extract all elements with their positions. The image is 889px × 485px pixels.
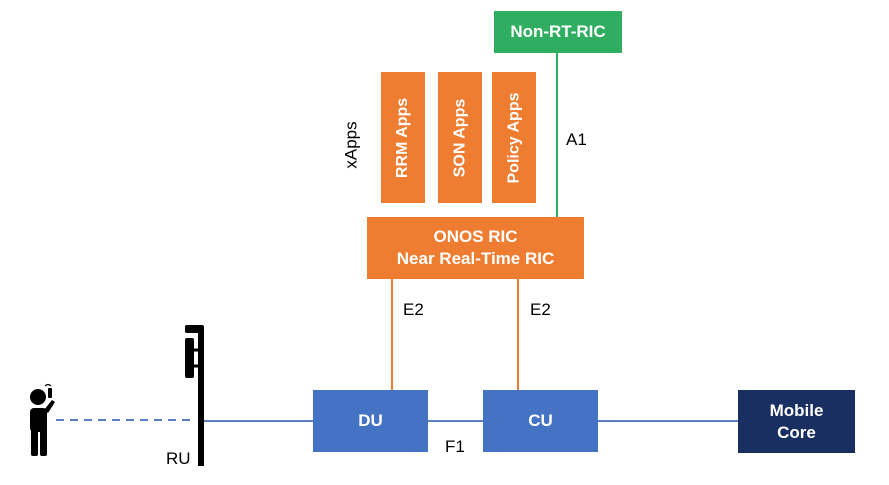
son-apps-box: SON Apps — [438, 72, 482, 203]
user-phone-icon — [30, 383, 55, 456]
core-line2: Core — [777, 422, 816, 442]
non-rt-ric-box: Non-RT-RIC — [494, 11, 622, 53]
du-box: DU — [313, 390, 428, 452]
ric-subtitle: Near Real-Time RIC — [396, 249, 555, 268]
son-apps-label: SON Apps — [451, 98, 468, 177]
policy-apps-box: Policy Apps — [492, 72, 536, 203]
du-label: DU — [358, 411, 383, 430]
ru-antenna-icon — [185, 325, 204, 466]
a1-label: A1 — [566, 130, 587, 149]
cu-label: CU — [528, 411, 553, 430]
ru-label: RU — [166, 449, 191, 468]
rrm-apps-box: RRM Apps — [381, 72, 425, 203]
onos-ric-box: ONOS RIC Near Real-Time RIC — [367, 217, 584, 279]
policy-apps-label: Policy Apps — [505, 92, 523, 183]
ric-title: ONOS RIC — [433, 227, 518, 246]
e2-label-right: E2 — [530, 300, 551, 319]
core-line1: Mobile — [769, 400, 824, 420]
mobile-core-box: Mobile Core — [738, 390, 855, 453]
xapps-label: xApps — [341, 121, 361, 169]
non-rt-ric-label: Non-RT-RIC — [510, 22, 606, 41]
e2-label-left: E2 — [403, 300, 424, 319]
cu-box: CU — [483, 390, 598, 452]
f1-label: F1 — [445, 437, 465, 456]
rrm-apps-label: RRM Apps — [394, 97, 412, 178]
